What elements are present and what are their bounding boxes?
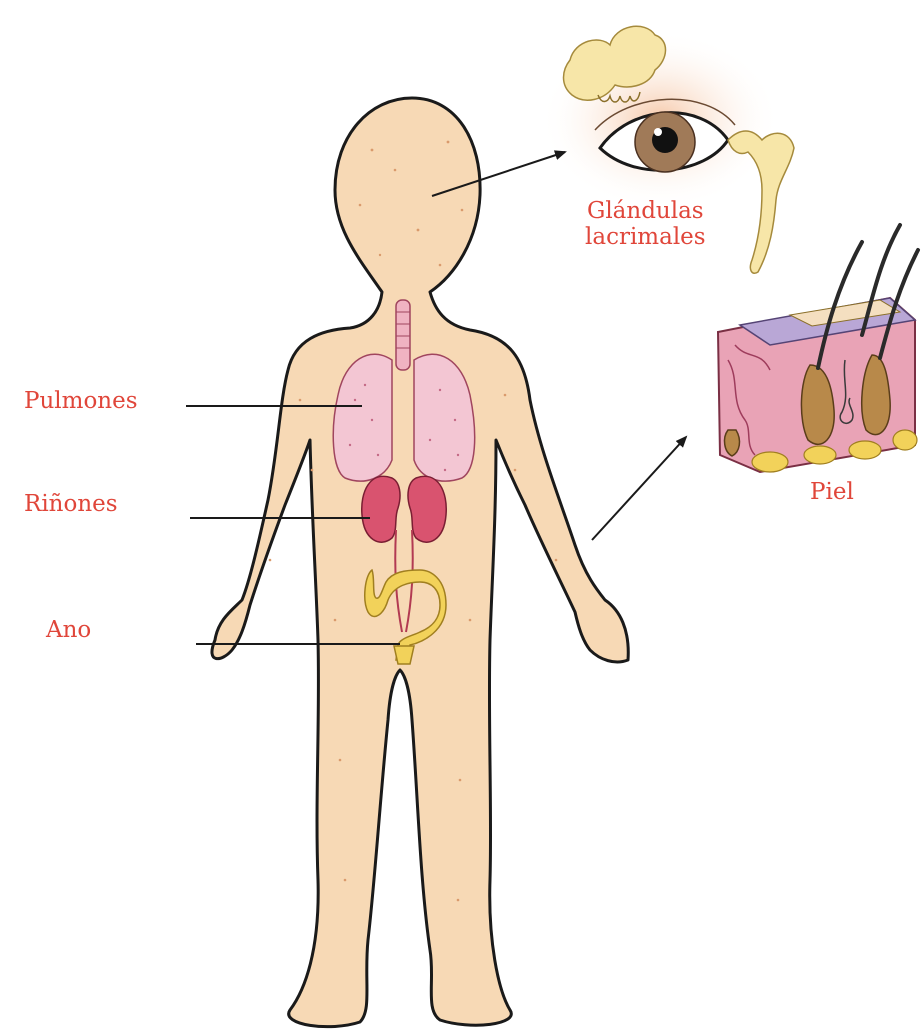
body-silhouette bbox=[212, 98, 628, 1027]
tear-glands-label-line2: lacrimales bbox=[585, 224, 706, 250]
nasolacrimal-duct bbox=[728, 131, 794, 273]
tear-glands-label: Glándulas lacrimales bbox=[585, 198, 706, 251]
tear-glands-label-line1: Glándulas bbox=[585, 198, 706, 224]
skin-arrow bbox=[592, 437, 686, 540]
skin-cross-section-illustration bbox=[718, 225, 918, 472]
kidneys-label: Riñones bbox=[24, 491, 118, 517]
right-kidney bbox=[408, 476, 446, 542]
skin-label: Piel bbox=[810, 479, 854, 505]
left-kidney bbox=[362, 476, 400, 542]
anus-marker bbox=[394, 646, 414, 664]
lungs-label: Pulmones bbox=[24, 388, 138, 414]
human-body bbox=[212, 98, 628, 1027]
anus-label: Ano bbox=[46, 617, 91, 643]
eye-highlight bbox=[654, 128, 662, 136]
trachea bbox=[396, 300, 410, 370]
